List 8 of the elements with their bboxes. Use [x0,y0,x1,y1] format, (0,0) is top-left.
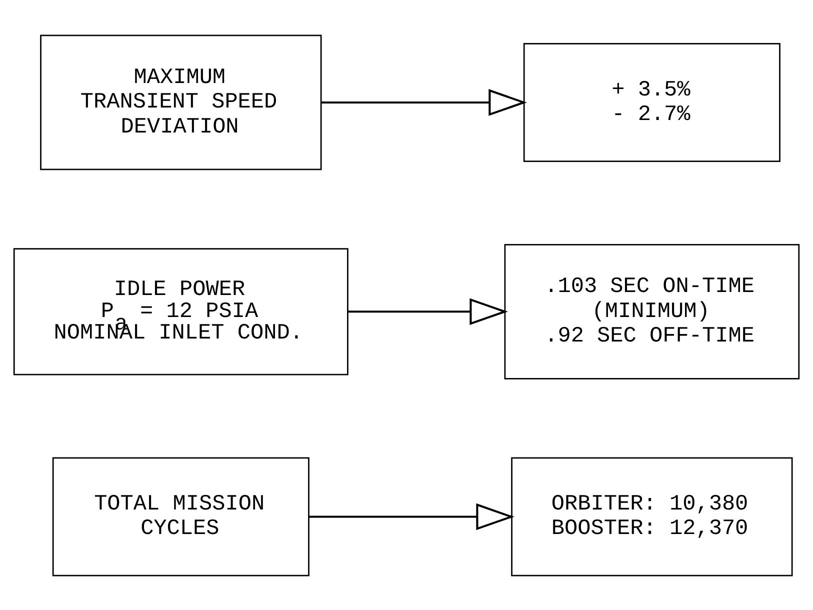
node-box: TOTAL MISSION CYCLES [52,456,310,576]
arrow [348,298,508,325]
node-box: + 3.5% - 2.7% [523,42,780,162]
arrow [309,502,514,530]
node-box: MAXIMUM TRANSIENT SPEED DEVIATION [40,34,322,170]
node-box: .103 SEC ON-TIME (MINIMUM) .92 SEC OFF-TIME [504,243,800,379]
node-box: ORBITER: 10,380 BOOSTER: 12,370 [511,456,793,576]
arrow [322,88,527,116]
